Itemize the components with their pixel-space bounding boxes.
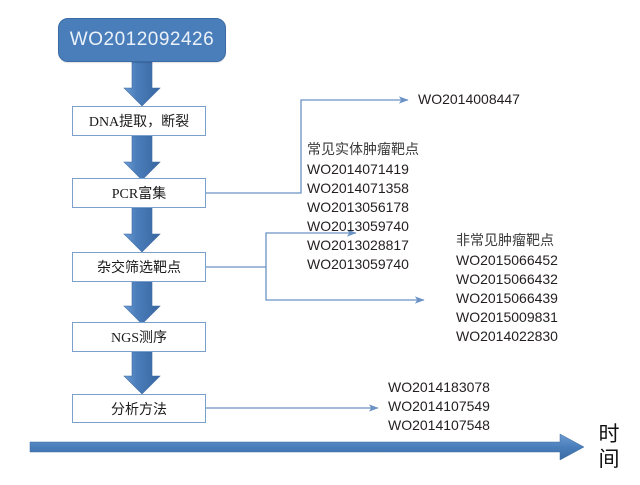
group-analysis-patents: WO2014183078 WO2014107549 WO2014107548 [388, 378, 490, 435]
time-axis-arrow [29, 433, 585, 461]
connector-hybrid-branch-down [265, 267, 425, 304]
group-common-targets: 常见实体肿瘤靶点 WO2014071419 WO2014071358 WO201… [307, 141, 419, 274]
group-rare-targets: 非常见肿瘤靶点 WO2015066452 WO2015066432 WO2015… [456, 232, 558, 346]
group-rare-header: 非常见肿瘤靶点 [456, 234, 554, 249]
group-common-patent-4: WO2013059740 [307, 218, 409, 234]
block-arrow-dna-to-pcr [123, 135, 161, 181]
node-step-ngs[interactable]: NGS测序 [72, 322, 206, 352]
group-rare-patent-3: WO2015066439 [456, 290, 558, 306]
group-analysis-patent-2: WO2014107549 [388, 398, 490, 414]
group-rare-patent-4: WO2015009831 [456, 309, 558, 325]
node-step-analysis[interactable]: 分析方法 [72, 394, 206, 423]
node-root-label: WO2012092426 [69, 29, 215, 50]
node-step-hybrid[interactable]: 杂交筛选靶点 [72, 252, 206, 282]
node-step-ngs-label: NGS测序 [110, 331, 167, 346]
group-analysis-patent-1: WO2014183078 [388, 379, 490, 395]
block-arrow-hybrid-to-ngs [123, 281, 161, 325]
node-step-pcr-label: PCR富集 [111, 187, 167, 202]
group-analysis-patent-3: WO2014107548 [388, 417, 490, 433]
patent-top-branch: WO2014008447 [418, 91, 520, 107]
group-rare-patent-1: WO2015066452 [456, 252, 558, 268]
group-common-patent-3: WO2013056178 [307, 199, 409, 215]
node-step-pcr[interactable]: PCR富集 [72, 178, 206, 208]
connector-pcr-to-top-patent [205, 96, 409, 194]
group-rare-patent-2: WO2015066432 [456, 271, 558, 287]
connector-hybrid-branch-up [265, 229, 357, 267]
block-arrow-pcr-to-hybrid [123, 207, 161, 253]
node-step-dna-label: DNA提取，断裂 [88, 115, 190, 130]
group-common-patent-5: WO2013028817 [307, 237, 409, 253]
group-rare-patent-5: WO2014022830 [456, 328, 558, 344]
time-axis-label: 时 间 [594, 422, 624, 472]
block-arrow-ngs-to-analysis [123, 351, 161, 395]
node-step-dna[interactable]: DNA提取，断裂 [72, 106, 206, 136]
node-step-hybrid-label: 杂交筛选靶点 [97, 261, 181, 276]
node-root-patent[interactable]: WO2012092426 [58, 18, 226, 62]
block-arrow-root-to-dna [123, 61, 161, 107]
time-axis-label-line1: 时 [598, 422, 620, 446]
node-step-analysis-label: 分析方法 [111, 402, 167, 418]
group-common-patent-2: WO2014071358 [307, 180, 409, 196]
group-common-patent-6: WO2013059740 [307, 256, 409, 272]
group-common-header: 常见实体肿瘤靶点 [307, 143, 419, 158]
time-axis-label-line2: 间 [598, 447, 620, 471]
group-common-patent-1: WO2014071419 [307, 161, 409, 177]
